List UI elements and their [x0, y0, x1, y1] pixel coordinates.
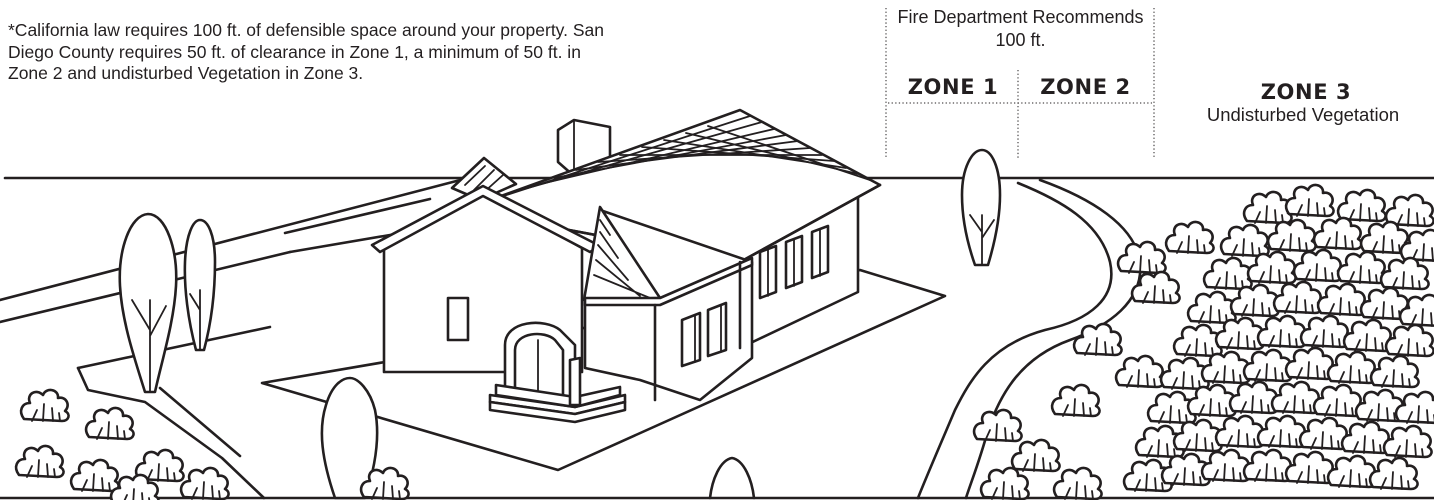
- zone-3-sublabel: Undisturbed Vegetation: [1172, 104, 1434, 126]
- zone-3-label: ZONE 3: [1178, 80, 1434, 104]
- house: [372, 110, 880, 422]
- fire-department-recommendation: Fire Department Recommends 100 ft.: [888, 6, 1153, 52]
- dense-vegetation: [1124, 185, 1434, 491]
- zone-2-label: ZONE 2: [1018, 75, 1153, 99]
- tree-left-2: [185, 220, 215, 350]
- tree-path: [962, 150, 1000, 265]
- tree-left-1: [120, 214, 176, 392]
- tree-bottom: [710, 458, 754, 498]
- zone-1-label: ZONE 1: [888, 75, 1018, 99]
- defensible-space-note: *California law requires 100 ft. of defe…: [8, 20, 608, 85]
